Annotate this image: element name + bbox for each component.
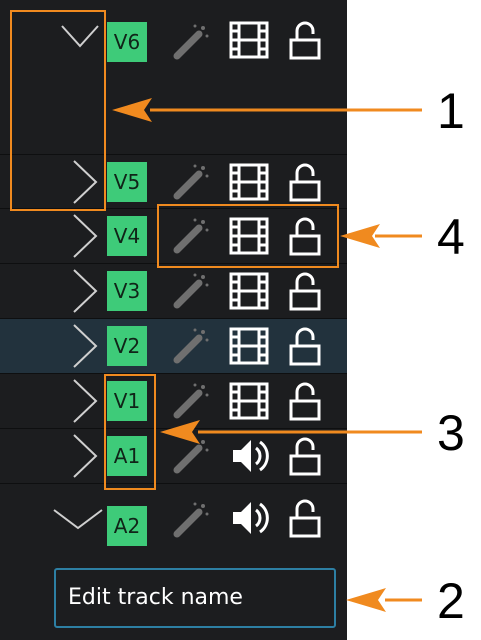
callout-box-1	[10, 10, 106, 211]
film-icon[interactable]	[229, 326, 269, 366]
track-row-a2[interactable]: A2	[0, 484, 347, 546]
callout-box-4	[157, 204, 339, 268]
track-name-input[interactable]: Edit track name	[54, 568, 336, 628]
track-row-v1[interactable]: V1	[0, 374, 347, 429]
callout-number-4: 4	[437, 209, 465, 265]
unlocked-icon[interactable]	[287, 381, 323, 421]
track-label-badge[interactable]: V2	[107, 326, 147, 366]
track-label-badge[interactable]: V6	[107, 22, 147, 62]
unlocked-icon[interactable]	[287, 498, 323, 538]
track-row-v2[interactable]: V2	[0, 319, 347, 374]
track-label-badge[interactable]: V4	[107, 216, 147, 256]
film-icon[interactable]	[229, 216, 269, 256]
chevron-right-icon[interactable]	[60, 213, 100, 259]
film-icon[interactable]	[229, 271, 269, 311]
track-label-badge[interactable]: A2	[107, 506, 147, 546]
chevron-right-icon[interactable]	[60, 159, 100, 205]
film-icon[interactable]	[229, 162, 269, 202]
track-row-a1[interactable]: A1	[0, 429, 347, 484]
track-label-badge[interactable]: V1	[107, 381, 147, 421]
unlocked-icon[interactable]	[287, 162, 323, 202]
magic-wand-icon[interactable]	[173, 438, 209, 474]
film-icon[interactable]	[229, 381, 269, 421]
chevron-right-icon[interactable]	[60, 323, 100, 369]
magic-wand-icon[interactable]	[173, 502, 209, 538]
magic-wand-icon[interactable]	[173, 383, 209, 419]
track-row-v5[interactable]: V5	[0, 155, 347, 209]
unlocked-icon[interactable]	[287, 326, 323, 366]
track-row-v6[interactable]: V6	[0, 0, 347, 155]
film-icon[interactable]	[229, 20, 269, 60]
track-row-v4[interactable]: V4	[0, 209, 347, 264]
unlocked-icon[interactable]	[287, 271, 323, 311]
callout-box-3	[104, 374, 156, 490]
unlocked-icon[interactable]	[287, 216, 323, 256]
track-label-badge[interactable]: A1	[107, 436, 147, 476]
speaker-icon[interactable]	[229, 498, 269, 538]
chevron-down-icon[interactable]	[60, 24, 100, 48]
chevron-right-icon[interactable]	[60, 268, 100, 314]
unlocked-icon[interactable]	[287, 20, 323, 60]
chevron-right-icon[interactable]	[60, 433, 100, 479]
callout-number-3: 3	[437, 405, 465, 461]
chevron-down-icon[interactable]	[53, 508, 103, 530]
track-header-panel: V6 V5	[0, 0, 347, 640]
magic-wand-icon[interactable]	[173, 273, 209, 309]
magic-wand-icon[interactable]	[173, 328, 209, 364]
magic-wand-icon[interactable]	[173, 164, 209, 200]
callout-number-1: 1	[437, 83, 465, 139]
track-label-badge[interactable]: V3	[107, 271, 147, 311]
track-row-v3[interactable]: V3	[0, 264, 347, 319]
magic-wand-icon[interactable]	[173, 218, 209, 254]
chevron-right-icon[interactable]	[60, 378, 100, 424]
magic-wand-icon[interactable]	[173, 24, 209, 60]
speaker-icon[interactable]	[229, 436, 269, 476]
unlocked-icon[interactable]	[287, 436, 323, 476]
callout-number-2: 2	[437, 573, 465, 629]
track-label-badge[interactable]: V5	[107, 162, 147, 202]
